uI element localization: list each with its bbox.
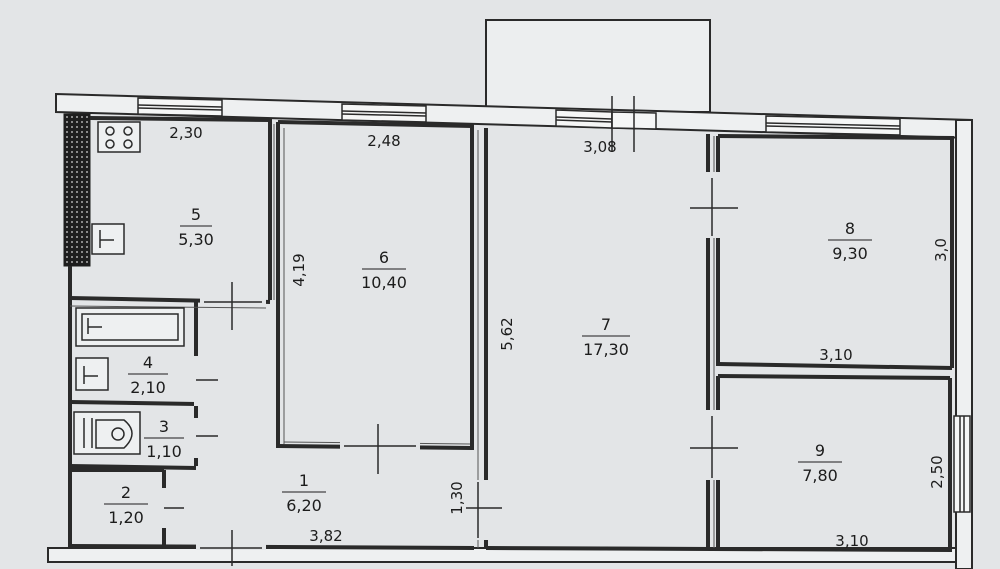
- room-area: 5,30: [178, 230, 214, 249]
- windows: [137, 97, 971, 513]
- room-area: 10,40: [361, 273, 407, 292]
- room-8-label: 8 9,30: [828, 219, 872, 263]
- door-symbols: [164, 96, 738, 566]
- room-number: 8: [845, 219, 855, 238]
- room-area: 1,10: [146, 442, 182, 461]
- dim-room5-width: 2,30: [169, 124, 202, 142]
- room-number: 9: [815, 441, 825, 460]
- room-area: 1,20: [108, 508, 144, 527]
- room-5-label: 5 5,30: [178, 205, 214, 249]
- dim-hall-depth: 1,30: [448, 481, 466, 514]
- room-7-label: 7 17,30: [582, 315, 630, 359]
- room-2-label: 2 1,20: [104, 483, 148, 527]
- room-number: 4: [143, 353, 153, 372]
- room-number: 2: [121, 483, 131, 502]
- room-6-label: 6 10,40: [361, 248, 407, 292]
- room-3-label: 3 1,10: [144, 417, 184, 461]
- dim-room7-width: 3,08: [583, 138, 616, 156]
- room-labels: 5 5,30 6 10,40 7 17,30 8 9,30 9 7,80 4 2…: [104, 205, 872, 527]
- fixtures: [73, 121, 185, 455]
- room-number: 5: [191, 205, 201, 224]
- dim-room6-length: 4,19: [290, 253, 308, 286]
- room-1-label: 1 6,20: [282, 471, 326, 515]
- dim-room7-length: 5,62: [498, 317, 516, 350]
- door-openings: [162, 172, 720, 550]
- dim-room9-width: 3,10: [835, 532, 868, 550]
- stove-icon: [97, 121, 141, 153]
- dimension-labels: 2,30 2,48 4,19 3,08 5,62 3,0 3,10 2,50 3…: [169, 124, 950, 550]
- room-area: 7,80: [802, 466, 838, 485]
- balcony: [485, 19, 711, 113]
- dim-room8-length: 3,0: [932, 238, 950, 262]
- room-9-label: 9 7,80: [798, 441, 842, 485]
- dim-room6-width: 2,48: [367, 132, 400, 150]
- room-number: 7: [601, 315, 611, 334]
- kitchen-sink-icon: [91, 223, 125, 255]
- room-number: 3: [159, 417, 169, 436]
- room-area: 6,20: [286, 496, 322, 515]
- toilet-icon: [73, 411, 141, 455]
- bathroom-sink-icon: [75, 357, 109, 391]
- room-number: 1: [299, 471, 309, 490]
- dim-hall-width: 3,82: [309, 527, 342, 545]
- dim-room8-width: 3,10: [819, 346, 852, 364]
- dim-room9-length: 2,50: [928, 455, 946, 488]
- room-area: 2,10: [130, 378, 166, 397]
- room-area: 9,30: [832, 244, 868, 263]
- room-area: 17,30: [583, 340, 629, 359]
- room-number: 6: [379, 248, 389, 267]
- room-4-label: 4 2,10: [128, 353, 168, 397]
- ventilation-shaft: [63, 113, 91, 267]
